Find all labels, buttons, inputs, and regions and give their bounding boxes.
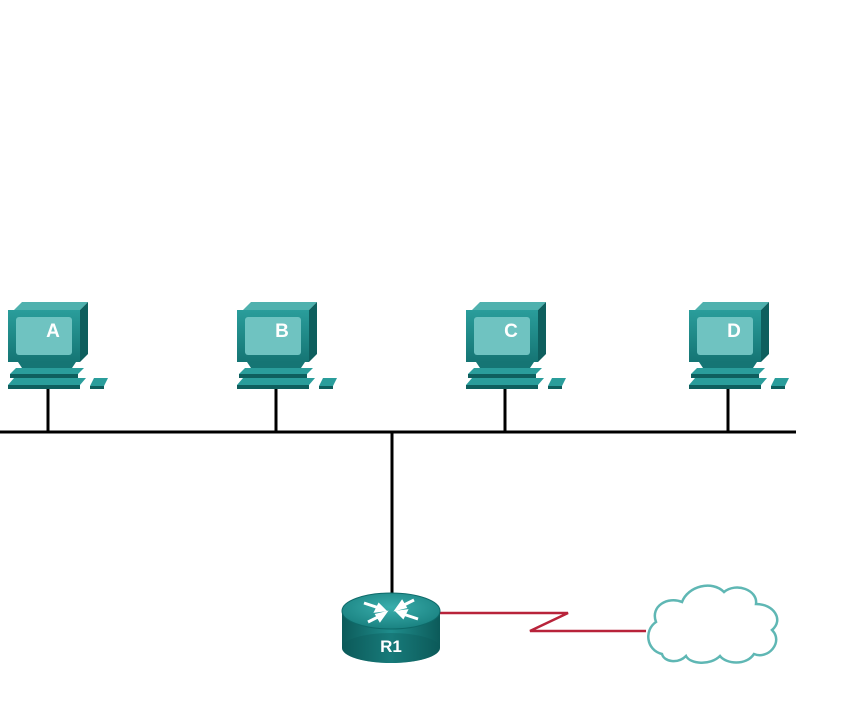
pc-d[interactable]: D [689,302,789,389]
router-label: R1 [380,637,402,656]
router-r1[interactable]: R1 [341,592,441,663]
router-icon [341,592,441,663]
cloud-icon [647,584,779,664]
desktop-pc-icon [466,302,566,389]
pc-b[interactable]: B [237,302,337,389]
pc-d-label: D [727,321,741,342]
pc-a-label: A [46,321,60,342]
pc-b-label: B [275,321,289,342]
desktop-pc-icon [689,302,789,389]
desktop-pc-icon [8,302,108,389]
pc-c-label: C [504,321,518,342]
desktop-pc-icon [237,302,337,389]
pc-c[interactable]: C [466,302,566,389]
pc-a[interactable]: A [8,302,108,389]
serial-link [440,611,646,633]
